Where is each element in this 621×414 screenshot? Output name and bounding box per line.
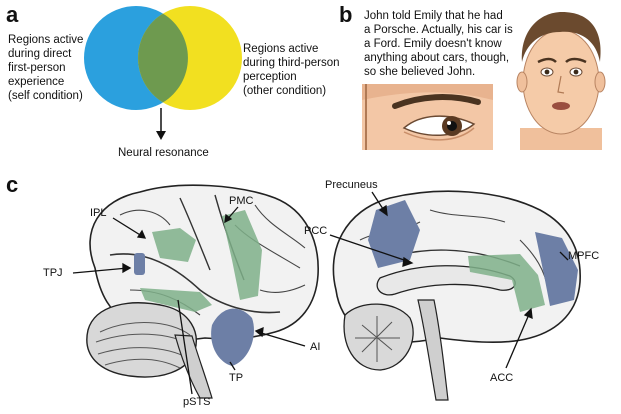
caption-line: Regions active [243,43,319,55]
tpj-label: TPJ [43,267,63,279]
ipl-label: IPL [90,207,107,219]
panel-b-letter: b [339,2,353,27]
mpfc-region [535,232,578,306]
caption-line: during direct [8,48,72,60]
panel-a-letter: a [6,2,19,27]
caption-line: first-person [8,62,66,74]
venn-diagram [84,6,242,140]
story-line: a Ford. Emily doesn't know [364,38,502,50]
caption-line: (other condition) [243,85,327,97]
medial-brain [332,190,581,401]
pcc-label: PCC [304,225,328,237]
pmc-region [222,210,262,300]
story-line: so she believed John. [364,66,476,78]
precuneus-region [368,200,420,268]
label-pointers [72,191,569,395]
other-condition-caption: Regions active during third-person perce… [243,42,340,98]
tp-region [211,308,254,366]
ai-label: AI [310,341,321,353]
self-condition-caption: Regions active during direct first-perso… [8,33,83,103]
tpj-region [134,253,145,275]
story-text: John told Emily that he had a Porsche. A… [364,9,513,79]
panel-c-letter: c [6,172,19,197]
caption-line: experience [8,76,65,88]
eye-illustration [362,84,493,150]
caption-line: Regions active [8,34,84,46]
precuneus-label: Precuneus [325,179,378,191]
face-illustration [516,12,606,150]
ipl-region [152,228,196,262]
lateral-brain [86,184,319,399]
psts-label: pSTS [183,396,211,408]
mpfc-label: MPFC [568,250,600,262]
caption-line: (self condition) [8,90,83,102]
story-line: anything about cars, though, [364,52,510,64]
psts-region [140,288,212,312]
neural-resonance-label: Neural resonance [118,147,209,159]
story-line: John told Emily that he had [364,10,503,22]
caption-line: during third-person [243,57,340,69]
tp-label: TP [229,372,244,384]
pmc-label: PMC [229,195,254,207]
caption-line: perception [243,71,297,83]
acc-label: ACC [490,372,514,384]
resonance-arrowhead [156,131,166,140]
story-line: a Porsche. Actually, his car is [364,24,513,36]
overlap-region [138,13,188,103]
acc-region [468,254,545,312]
